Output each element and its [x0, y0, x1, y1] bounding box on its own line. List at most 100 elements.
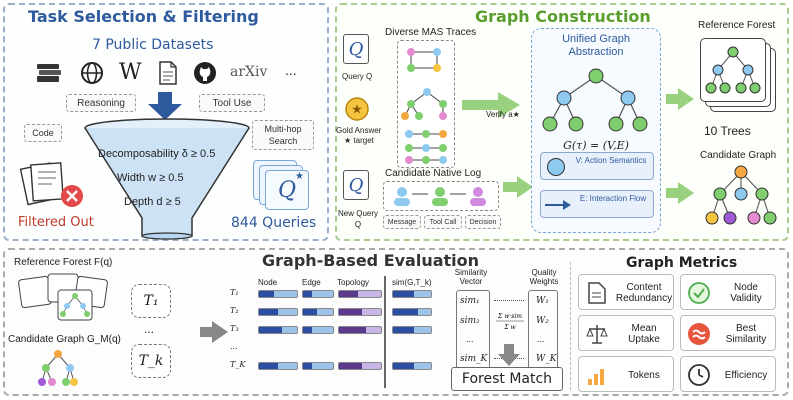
down-arrow — [148, 92, 182, 120]
sim-ellipsis: ... — [466, 334, 474, 344]
candidate-log-label: Candidate Native Log — [385, 168, 482, 179]
metric-label: Mean Uptake — [628, 323, 660, 345]
verify-arrow — [462, 92, 520, 118]
forest-stack — [700, 38, 782, 118]
weight-ellipsis: ... — [537, 334, 545, 344]
log-item-message: Message — [383, 215, 421, 229]
query-q-glyph: Q — [277, 177, 297, 203]
matrix-cell-fill — [393, 309, 418, 315]
candidate-arrow — [666, 182, 694, 204]
check-icon — [688, 282, 710, 304]
metric-label: Efficiency — [724, 369, 768, 381]
svg-text:★: ★ — [351, 102, 363, 117]
matrix-cell-fill — [339, 291, 358, 297]
datasets-heading: 7 Public Datasets — [92, 37, 214, 53]
matrix-cell — [302, 326, 334, 334]
sim-k: sim_K — [460, 354, 488, 364]
globe-icon — [81, 62, 103, 84]
dotted-link-1 — [494, 300, 524, 301]
queries-stack: Q ★ — [253, 160, 313, 212]
evaluation-title: Graph-Based Evaluation — [262, 251, 480, 270]
col-sim: sim(G,T_k) — [392, 278, 432, 287]
matrix-cell-fill — [259, 363, 278, 369]
matrix-cell — [392, 308, 432, 316]
eval-candidate-icon — [38, 350, 78, 386]
verify-label: Verify a★ — [486, 110, 520, 119]
matrix-cell — [258, 362, 298, 370]
metric-label: Content Redundancy — [615, 282, 673, 304]
clock-icon — [688, 364, 710, 386]
log-arrow — [503, 176, 533, 198]
matrix-cell — [258, 308, 298, 316]
matrix-cell — [392, 290, 432, 298]
matrix-cell-fill — [259, 291, 275, 297]
matrix-divider — [384, 276, 386, 388]
matrix-row-label: T_K — [230, 360, 246, 369]
metric-label: Best Similarity — [725, 323, 767, 345]
wikipedia-icon: W — [119, 60, 142, 85]
matrix-cell-fill — [303, 309, 317, 315]
metric-label: Tokens — [628, 369, 660, 381]
matrix-cell-fill — [303, 291, 312, 297]
funnel — [84, 118, 250, 240]
graph-formula: G(τ) = (V,E) — [563, 139, 629, 152]
matrix-cell-fill — [303, 327, 312, 333]
tag-reasoning: Reasoning — [66, 94, 136, 112]
tag-code: Code — [24, 124, 62, 142]
forest-match-box: Forest Match — [451, 367, 563, 391]
criterion-decomposability: Decomposability δ ≥ 0.5 — [98, 148, 216, 160]
unified-tree — [542, 68, 648, 132]
arxiv-text: arXiv — [230, 64, 268, 80]
document-icon — [588, 282, 606, 304]
filtered-out-label: Filtered Out — [18, 215, 94, 230]
v-label: V: Action Semantics — [575, 156, 647, 165]
document-icon — [159, 61, 177, 85]
matrix-row-label: T₂ — [230, 306, 239, 315]
query-doc-icon: Q — [343, 34, 369, 64]
candidate-graph-label: Candidate Graph — [700, 150, 777, 161]
weight-1: W₁ — [536, 296, 549, 306]
col-topology: Topology — [337, 278, 370, 287]
reference-forest-label: Reference Forest — [698, 20, 776, 31]
graph-construction-title: Graph Construction — [475, 7, 651, 26]
new-query-label: New Query Q — [338, 209, 379, 229]
matrix-cell-fill — [303, 363, 312, 369]
ten-trees-label: 10 Trees — [704, 124, 751, 138]
matrix-cell — [302, 290, 334, 298]
quality-weights-label: Quality Weights — [529, 268, 559, 286]
query-q-label: Query Q — [342, 72, 373, 81]
matrix-cell-fill — [339, 309, 363, 315]
eval-reference-forest-label: Reference Forest F(q) — [14, 257, 113, 268]
matrix-cell-fill — [259, 327, 282, 333]
books-icon — [37, 64, 61, 82]
weight-k: W_K — [536, 354, 557, 364]
star-icon: ★ — [295, 171, 304, 182]
datasets-ellipsis: ... — [285, 62, 297, 78]
svg-text:Σ w·sim: Σ w·sim — [497, 313, 522, 320]
down-gray-arrow — [498, 344, 520, 366]
target-text: target — [353, 136, 374, 145]
metric-label: Node Validity — [730, 282, 762, 304]
matrix-row-label: T₃ — [230, 324, 239, 333]
matrix-row-label: T₁ — [230, 288, 239, 297]
matrix-cell-fill — [393, 327, 414, 333]
similarity-vector-label: Similarity Vector — [454, 268, 488, 286]
metric-efficiency: Efficiency — [680, 356, 776, 392]
discarded-papers-icon — [19, 162, 83, 207]
unified-graph-title: Unified Graph Abstraction — [562, 33, 630, 58]
log-item-decision: Decision — [465, 215, 501, 229]
bars-icon — [588, 369, 604, 385]
approx-icon — [688, 323, 710, 345]
matrix-cell — [338, 290, 382, 298]
metric-best-similarity: Best Similarity — [680, 315, 776, 351]
diverse-traces-label: Diverse MAS Traces — [385, 27, 477, 38]
svg-text:Σ w: Σ w — [503, 324, 516, 331]
metric-tokens: Tokens — [578, 356, 674, 392]
matrix-cell — [302, 308, 334, 316]
gold-answer-label: Gold Answer — [336, 126, 382, 135]
matrix-cell — [338, 362, 382, 370]
col-node: Node — [258, 278, 278, 287]
target-label: ★ target — [344, 136, 374, 145]
eval-candidate-graph-label: Candidate Graph G_M(q) — [8, 334, 121, 345]
tree-ellipsis: ... — [144, 322, 155, 336]
